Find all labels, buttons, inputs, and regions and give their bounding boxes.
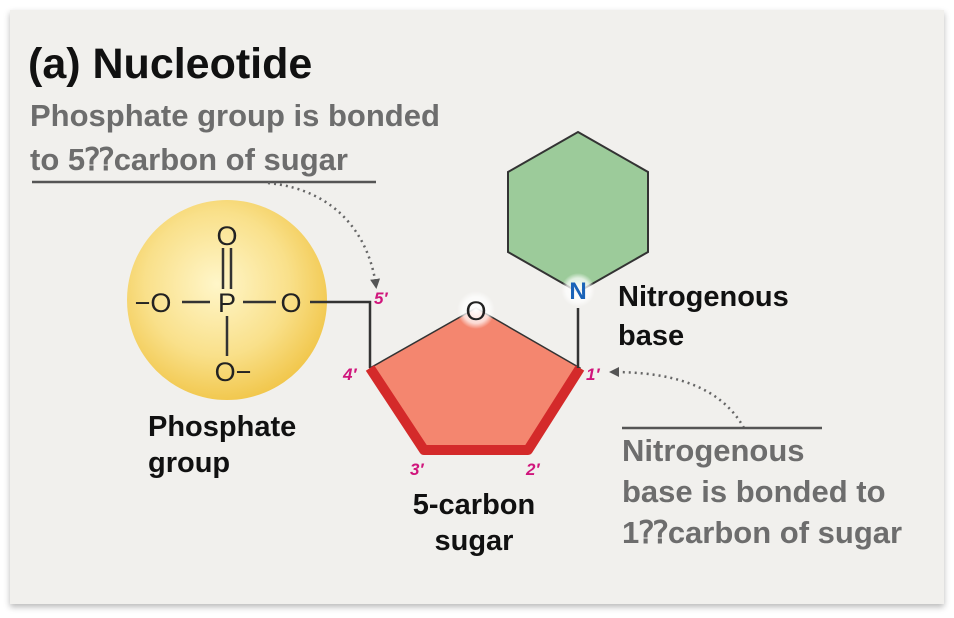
phosphate-circle xyxy=(127,200,327,400)
base-note-arrow xyxy=(609,367,746,429)
oxygen-top: O xyxy=(216,221,237,251)
sugar-ring-oxygen: O xyxy=(465,296,486,326)
phosphate-sugar-bond xyxy=(310,300,372,368)
base-note-line3: 1⁇carbon of sugar xyxy=(622,515,902,550)
phosphorus: P xyxy=(218,288,236,318)
sugar-oxygen-glow xyxy=(457,291,495,329)
base-nitrogen: N xyxy=(569,278,586,305)
oxygen-left: −O xyxy=(135,288,172,318)
base-ring xyxy=(507,130,649,294)
carbon-4-label: 4′ xyxy=(342,365,357,384)
carbon-1-label: 1′ xyxy=(586,365,600,384)
sugar-ring xyxy=(368,307,582,451)
oxygen-right: O xyxy=(280,288,301,318)
sugar-label-line2: sugar xyxy=(435,525,514,557)
sugar-label-line1: 5-carbon xyxy=(413,489,535,521)
phosphate-label-line2: group xyxy=(148,447,230,479)
sugar-ring-front-edge xyxy=(365,365,585,455)
carbon-5-label: 5′ xyxy=(374,289,388,308)
figure-title: (a) Nucleotide xyxy=(28,40,312,88)
base-label-line1: Nitrogenous xyxy=(618,281,789,313)
phosphate-note-arrow xyxy=(267,181,381,289)
carbon-2-label: 2′ xyxy=(525,460,540,479)
phosphate-label-line1: Phosphate xyxy=(148,411,296,443)
base-label-line2: base xyxy=(618,320,684,352)
oxygen-bottom: O− xyxy=(215,357,252,387)
base-note-line2: base is bonded to xyxy=(622,474,886,509)
phosphate-note-line2: to 5⁇carbon of sugar xyxy=(30,142,348,177)
base-nitrogen-glow xyxy=(561,273,595,307)
phosphate-note-line1: Phosphate group is bonded xyxy=(30,98,440,133)
base-note-line1: Nitrogenous xyxy=(622,433,805,468)
carbon-3-label: 3′ xyxy=(410,460,424,479)
